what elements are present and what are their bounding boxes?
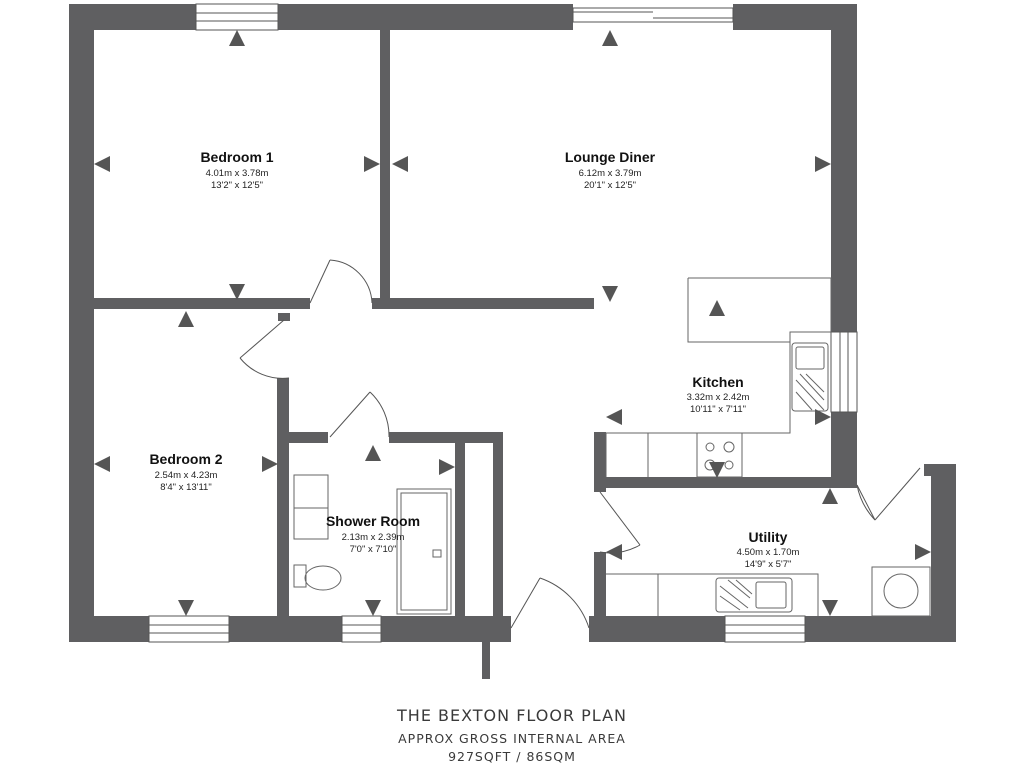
toilet-bowl [304,565,342,591]
utility-sink [715,577,793,613]
plan-title: THE BEXTON FLOOR PLAN [397,706,627,725]
wall-bottom-a [69,616,149,642]
window-bedroom2 [148,615,230,643]
wall-shower-top-right [389,432,503,443]
plan-area: 927SQFT / 86SQM [448,749,576,764]
window-bedroom1 [195,3,279,31]
wall-utility-right [931,464,956,642]
window-utility [724,615,806,643]
wall-shower-right-b [493,432,503,616]
room-label-shower: Shower Room 2.13m x 2.39m 7'0" x 7'10" [326,513,420,555]
utility-imperial: 14'9" x 5'7" [745,559,792,570]
wall-bottom-d [589,616,725,642]
lounge-name: Lounge Diner [565,149,656,165]
basin-unit [293,474,329,540]
wall-utility-left [594,552,606,616]
utility-metric: 4.50m x 1.70m [737,547,800,558]
utility-worktop [606,573,819,616]
door-shower [329,391,371,438]
plan-subtitle: APPROX GROSS INTERNAL AREA [398,731,626,746]
room-label-lounge: Lounge Diner 6.12m x 3.79m 20'1" x 12'5" [565,149,656,191]
bedroom2-name: Bedroom 2 [149,451,222,467]
kitchen-name: Kitchen [692,374,743,390]
door-front [510,577,541,629]
walls [69,4,956,679]
lounge-metric: 6.12m x 3.79m [579,168,642,179]
bedroom1-name: Bedroom 1 [200,149,273,165]
kitchen-metric: 3.32m x 2.42m [687,392,750,403]
windows [148,3,858,643]
wall-bottom-c [381,616,511,642]
kitchen-imperial: 10'11" x 7'11" [690,404,746,415]
door-utility-side [856,484,876,521]
room-label-kitchen: Kitchen 3.32m x 2.42m 10'11" x 7'11" [687,374,750,415]
window-lounge [572,7,734,23]
wall-bed1-bottom [94,298,310,309]
kitchen-worktop [605,277,832,477]
wall-lounge-bottom [372,298,594,309]
wall-bottom-e [805,616,956,642]
washing-machine [871,566,931,617]
wall-left [69,4,94,642]
wall-porch-stub [482,636,490,679]
utility-name: Utility [749,529,788,545]
wall-bed1-lounge [380,30,390,302]
window-kitchen [830,331,858,413]
bedroom2-metric: 2.54m x 4.23m [155,470,218,481]
wall-top-middle [278,4,573,30]
dimension-arrows [94,30,931,616]
kitchen-sink [791,342,829,412]
room-label-bedroom1: Bedroom 1 4.01m x 3.78m 13'2" x 12'5" [200,149,273,191]
wall-bed2-right [277,378,289,616]
wall-right-upper [831,4,857,332]
shower-metric: 2.13m x 2.39m [342,532,405,543]
wall-bottom-b [229,616,342,642]
room-label-bedroom2: Bedroom 2 2.54m x 4.23m 8'4" x 13'11" [149,451,222,493]
wall-right-lower [831,412,857,485]
bedroom1-imperial: 13'2" x 12'5" [211,180,263,191]
window-shower [341,615,382,643]
shower-imperial: 7'0" x 7'10" [350,544,397,555]
room-label-utility: Utility 4.50m x 1.70m 14'9" x 5'7" [737,529,800,570]
lounge-imperial: 20'1" x 12'5" [584,180,636,191]
door-bedroom2 [239,319,285,359]
wall-shower-right-a [455,443,465,616]
wall-stub-bed2 [278,313,290,321]
doors [239,259,921,629]
shower-name: Shower Room [326,513,420,529]
floor-plan: Bedroom 1 4.01m x 3.78m 13'2" x 12'5" Lo… [69,3,956,679]
bedroom1-metric: 4.01m x 3.78m [206,168,269,179]
wall-shower-top-left [289,432,328,443]
fittings [293,277,931,617]
toilet-cistern [293,564,307,588]
wall-kitchen-bottom [594,477,857,488]
hob [696,432,743,478]
shower-tray [396,488,452,615]
door-bedroom1 [309,259,331,304]
door-utility-internal [599,491,641,546]
bedroom2-imperial: 8'4" x 13'11" [160,482,211,493]
